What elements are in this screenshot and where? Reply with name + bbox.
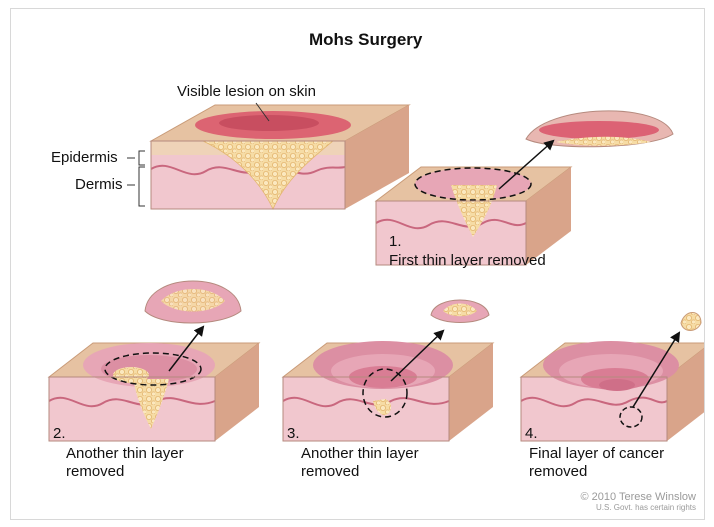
- step-3-caption: Another thin layer removed: [301, 445, 419, 481]
- illustration-frame: Mohs Surgery Visible lesion on skin Epid…: [10, 8, 705, 520]
- rights-text: U.S. Govt. has certain rights: [580, 503, 696, 513]
- removed-piece-2: [145, 281, 241, 323]
- step-4-number: 4.: [525, 425, 538, 443]
- step-2-number: 2.: [53, 425, 66, 443]
- mohs-illustration: [11, 9, 704, 519]
- copyright-credit: © 2010 Terese Winslow U.S. Govt. has cer…: [580, 491, 696, 513]
- step-4-caption: Final layer of cancer removed: [529, 445, 664, 481]
- step-1-caption: First thin layer removed: [389, 252, 546, 270]
- skin-block-step-1: [376, 167, 571, 265]
- step-2-caption: Another thin layer removed: [66, 445, 184, 481]
- step-1-number: 1.: [389, 233, 402, 251]
- skin-block-step-4: [521, 341, 704, 441]
- label-dermis: Dermis: [75, 176, 123, 194]
- diagram-title: Mohs Surgery: [309, 31, 422, 49]
- removed-piece-1: [526, 111, 673, 147]
- skin-block-step-2: [49, 343, 259, 441]
- skin-block-initial: [151, 105, 409, 209]
- label-visible-lesion: Visible lesion on skin: [177, 83, 316, 101]
- removed-piece-3: [431, 300, 489, 323]
- label-epidermis: Epidermis: [51, 149, 118, 167]
- copyright-text: © 2010 Terese Winslow: [580, 491, 696, 503]
- removed-piece-4: [681, 313, 701, 331]
- step-3-number: 3.: [287, 425, 300, 443]
- skin-block-step-3: [283, 341, 493, 441]
